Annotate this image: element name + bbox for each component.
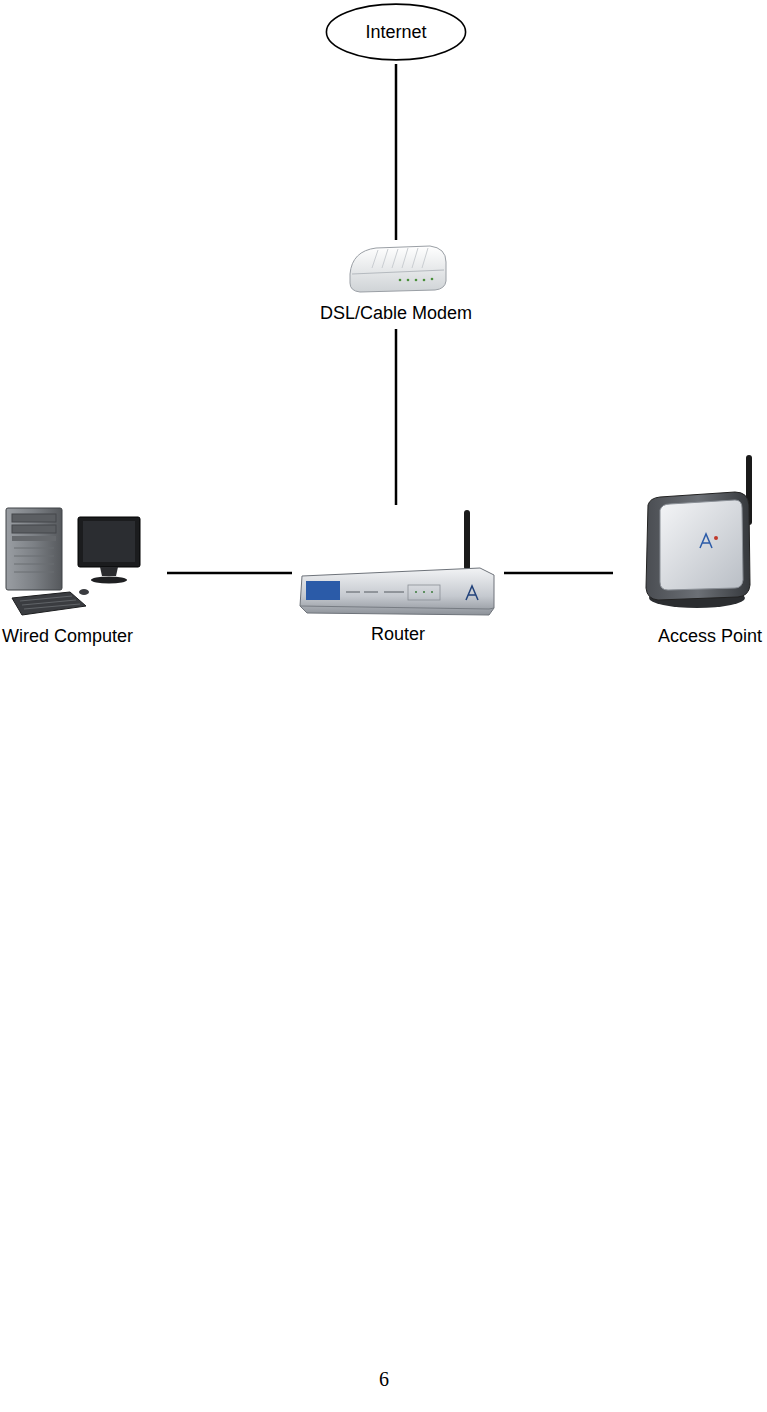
device-node: Router: [295, 505, 501, 651]
device-label: Wired Computer: [2, 626, 162, 647]
cloud-ellipse: Internet: [325, 3, 467, 61]
cable-line: [504, 572, 613, 575]
device-node: Access Point: [616, 452, 765, 651]
device-node: Wired Computer: [0, 505, 164, 651]
device-node: DSL/Cable Modem: [295, 240, 497, 326]
cable-line: [167, 572, 292, 575]
device-label: Internet: [333, 22, 459, 43]
device-label: Access Point: [618, 626, 762, 647]
cable-line: [395, 64, 398, 240]
modem-picture: [350, 246, 446, 292]
access-point-picture: [646, 455, 752, 608]
cable-line: [395, 329, 398, 505]
device-label: DSL/Cable Modem: [299, 303, 493, 324]
page-number: 6: [379, 1368, 389, 1391]
computer-picture: [6, 508, 140, 615]
router-picture: [300, 510, 494, 615]
device-label: Router: [299, 624, 497, 645]
